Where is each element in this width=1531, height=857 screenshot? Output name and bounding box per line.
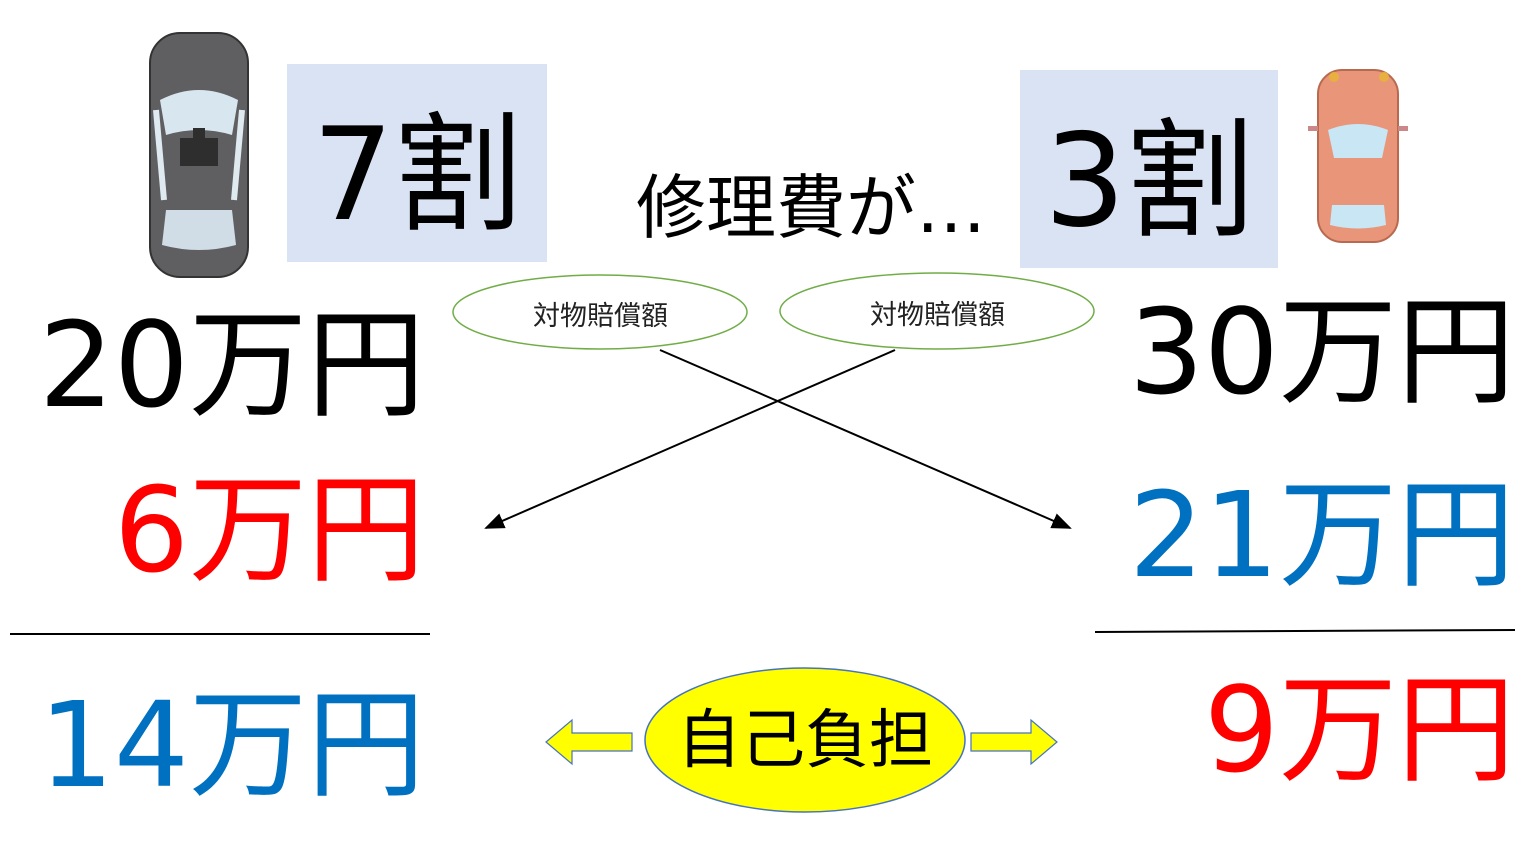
orange-car-icon [1308,69,1408,243]
left-received: 6万円 [113,461,425,599]
arrow-to-right [659,349,1072,529]
dark-car-icon [149,32,249,278]
ellipse-label-right: 対物賠償額 [870,300,1005,331]
right-repair-cost: 30万円 [1128,283,1515,421]
ellipse-right [779,272,1095,350]
ellipse-left [452,274,748,350]
divider-right [1094,629,1516,633]
repair-cost-heading: 修理費が… [636,167,986,249]
left-self-burden: 14万円 [38,676,425,814]
left-repair-cost: 20万円 [38,296,425,434]
right-ratio-box: 3割 [1020,70,1278,268]
yellow-arrow-right-icon [970,718,1058,766]
ellipse-label-left: 対物賠償額 [533,301,668,332]
self-burden-label: 自己負担 [677,704,933,778]
left-ratio-box: 7割 [287,64,547,262]
right-received: 21万円 [1128,466,1515,604]
self-burden-ellipse [644,667,966,813]
arrow-to-left [484,349,896,529]
right-self-burden: 9万円 [1203,661,1515,799]
yellow-arrow-left-icon [545,718,633,766]
